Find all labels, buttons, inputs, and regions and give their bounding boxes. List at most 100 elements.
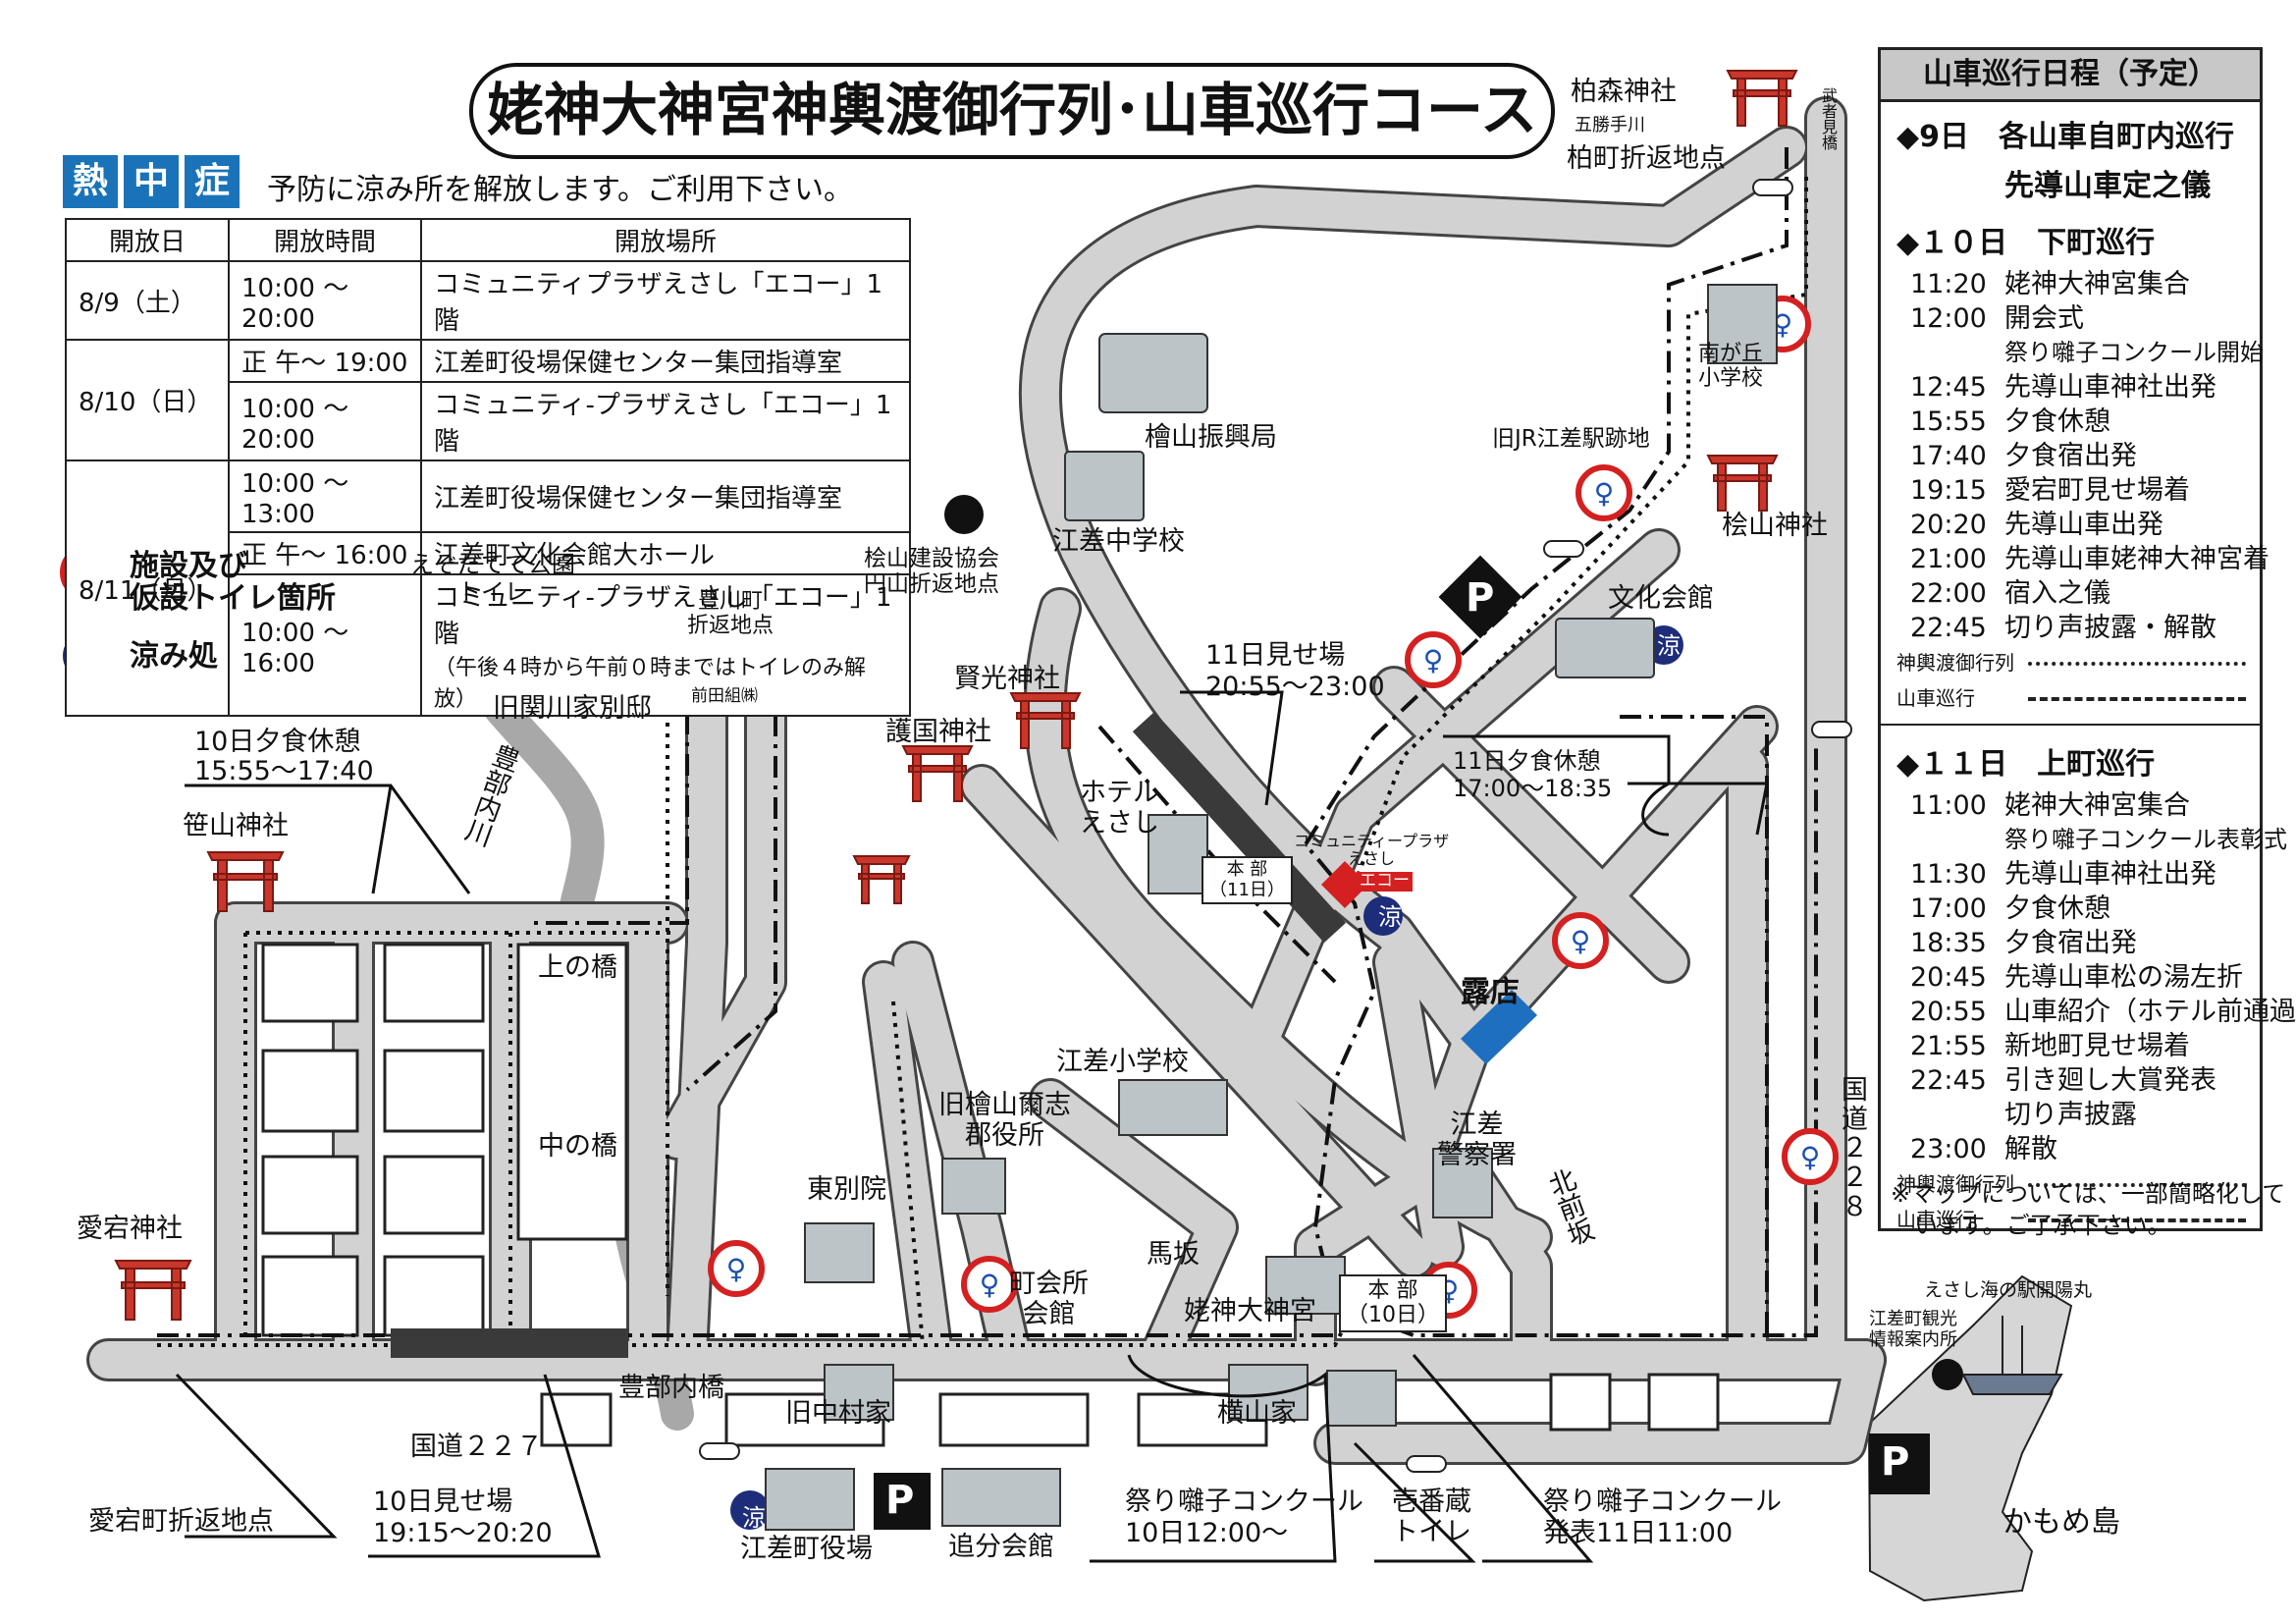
label-police-station: 江差 警察署 (1437, 1109, 1517, 1171)
label-kami-bridge: 上の橋 (538, 952, 617, 983)
label-atago-turnaround: 愛宕町折返地点 (88, 1506, 274, 1537)
label-higashibetsuin: 東別院 (807, 1174, 886, 1205)
event-text: 姥神大神宮集合 (2004, 269, 2190, 299)
table-row: 8/10（日） 正 午〜 19:00 江差町役場保健センター集団指導室 (65, 339, 911, 461)
label-dinner-10-title: 10日夕食休憩 (194, 727, 361, 757)
ship (1961, 1316, 2063, 1395)
label-echo: エコー (1357, 871, 1413, 892)
label-dinner-10-time: 15:55〜17:40 (194, 756, 374, 786)
shrine-gates (114, 70, 1798, 1321)
grid-blocks (261, 943, 1720, 1447)
label-kamome-island: かもめ島 (2002, 1505, 2120, 1540)
label-dinner-11-title: 11日夕食休憩 (1453, 747, 1601, 775)
day9-title: ◆9日 (1896, 120, 1969, 154)
time-cell: 10:00 〜 16:00 (228, 573, 422, 717)
label-stalls: 露店 (1461, 975, 1520, 1009)
table-header-row: 開放日 開放時間 開放場所 (65, 218, 911, 262)
label-dinner-11-time: 17:00〜18:35 (1453, 775, 1613, 802)
label-community-plaza: コミュニティープラザ えさし (1294, 832, 1450, 869)
label-promotion-bureau: 檜山振興局 (1145, 422, 1277, 453)
label-toyobe-bridge: 豊部内橋 (618, 1373, 724, 1403)
legend-cool-badge: 涼 (75, 635, 108, 675)
label-headquarters-10: 本 部 （10日） (1339, 1274, 1447, 1332)
place-cell: コミュニティプラザえさし「エコー」1階 (420, 260, 911, 341)
label-kaiyoumaru: えさし海の駅開陽丸 (1924, 1279, 2093, 1301)
event-text: 先導山車松の湯左折 (2004, 962, 2243, 993)
coastline (1867, 1274, 2073, 1602)
legend-mikoshi-row: 神輿渡御行列 (1881, 1166, 2260, 1202)
time-cell: 10:00 〜 20:00 (228, 381, 422, 461)
legend-mikoshi-row: 神輿渡御行列 (1881, 645, 2260, 680)
event-text: 先導山車神社出発 (2004, 859, 2216, 890)
col-place: 開放場所 (420, 218, 911, 262)
info-circle (1932, 1359, 1963, 1390)
event-text: 開会式 (2004, 303, 2084, 334)
label-old-nakamura: 旧中村家 (785, 1398, 891, 1429)
label-route-228: 国道２２８ (1842, 1075, 1868, 1222)
cool-badge-bunka: 涼 (1657, 632, 1681, 660)
svg-text:♀: ♀ (1423, 644, 1444, 676)
schedule-event: 祭り囃子コンクール表彰式 (2004, 826, 2287, 853)
schedule-divider (1881, 724, 2260, 726)
event-time: 19:15 (1910, 475, 1987, 506)
label-maeda-gumi: 前田組㈱ (691, 686, 758, 706)
dashi-line-sample (2028, 1218, 2246, 1222)
event-text: 宿入之儀 (2004, 578, 2110, 609)
date-cell: 8/9（土） (65, 260, 230, 341)
day9-line1: 各山車自町内巡行 (1998, 120, 2234, 154)
event-text: 引き廻し大賞発表 (2004, 1065, 2216, 1096)
label-ubagami-shrine: 姥神大神宮 (1184, 1296, 1316, 1326)
heat-badge-2: 中 (124, 155, 179, 208)
schedule-event: 祭り囃子コンクール開始 (2004, 339, 2264, 366)
heat-badge-3: 症 (185, 155, 240, 208)
table-row: 8/11（月） 10:00 〜 13:00 江差町役場保健センター集団指導室 (65, 460, 911, 717)
svg-text:♀: ♀ (1594, 477, 1615, 510)
label-contest-result-time: 発表11日11:00 (1543, 1518, 1734, 1548)
buildings (573, 284, 1778, 1531)
map-title: 姥神大神宮神輿渡御行列･山車巡行コース (469, 63, 1555, 159)
label-hotel-esashi: ホテル えさし (1080, 778, 1159, 839)
schedule-event: 19:15 愛宕町見せ場着 (1881, 473, 2260, 508)
label-old-jr-station: 旧JR江差駅跡地 (1492, 426, 1650, 452)
event-text: 夕食宿出発 (2004, 441, 2137, 471)
label-viewing-11-time: 20:55〜23:00 (1205, 672, 1385, 702)
table-row: 10:00 〜 20:00 コミュニティ‐プラザえさし「エコー」1階 (66, 381, 911, 461)
traffic-signals (699, 179, 1852, 1473)
place-cell: 江差町役場保健センター集団指導室 (420, 339, 911, 383)
label-old-gunyakusho: 旧檜山爾志 郡役所 (938, 1090, 1071, 1152)
event-time: 22:45 (1910, 613, 1987, 643)
col-time: 開放時間 (228, 218, 422, 262)
event-text: 愛宕町見せ場着 (2004, 475, 2190, 506)
parking-icon: P (1881, 1439, 1910, 1485)
table-footnote: （午後４時から午前０時まではトイレのみ解放） (434, 656, 867, 712)
mikoshi-line-sample (2028, 1183, 2246, 1187)
label-contest-time: 10日12:00〜 (1125, 1518, 1289, 1548)
event-text: 切り声披露・解散 (2004, 613, 2216, 643)
legend-dashi-row: 山車巡行 (1881, 680, 2260, 716)
label-town-office: 江差町役場 (740, 1534, 873, 1564)
label-yokoyama: 横山家 (1217, 1398, 1297, 1429)
label-headquarters-11: 本 部 （11日） (1201, 856, 1293, 905)
event-time: 21:00 (1910, 544, 1987, 574)
event-text: 先導山車出発 (2004, 510, 2163, 540)
time-cell: 10:00 〜 13:00 (228, 460, 422, 533)
parking-icon: P (885, 1478, 915, 1523)
schedule-event: 22:45 切り声披露・解散 (1881, 611, 2260, 645)
label-viewing-11-title: 11日見せ場 (1205, 640, 1346, 671)
event-text: 解散 (2004, 1134, 2057, 1164)
label-esashi-jhs: 江差中学校 (1052, 526, 1185, 557)
schedule-event: 切り声披露 (2004, 1100, 2137, 1130)
label-contest-result-title: 祭り囃子コンクール (1543, 1487, 1782, 1517)
schedule-panel: 山車巡行日程（予定） ◆9日 各山車自町内巡行 先導山車定之儀 ◆１０日 下町巡… (1878, 47, 2296, 1231)
day10-label: ◆１０日 下町巡行 (1896, 226, 2156, 260)
stall-area (1461, 990, 1537, 1064)
